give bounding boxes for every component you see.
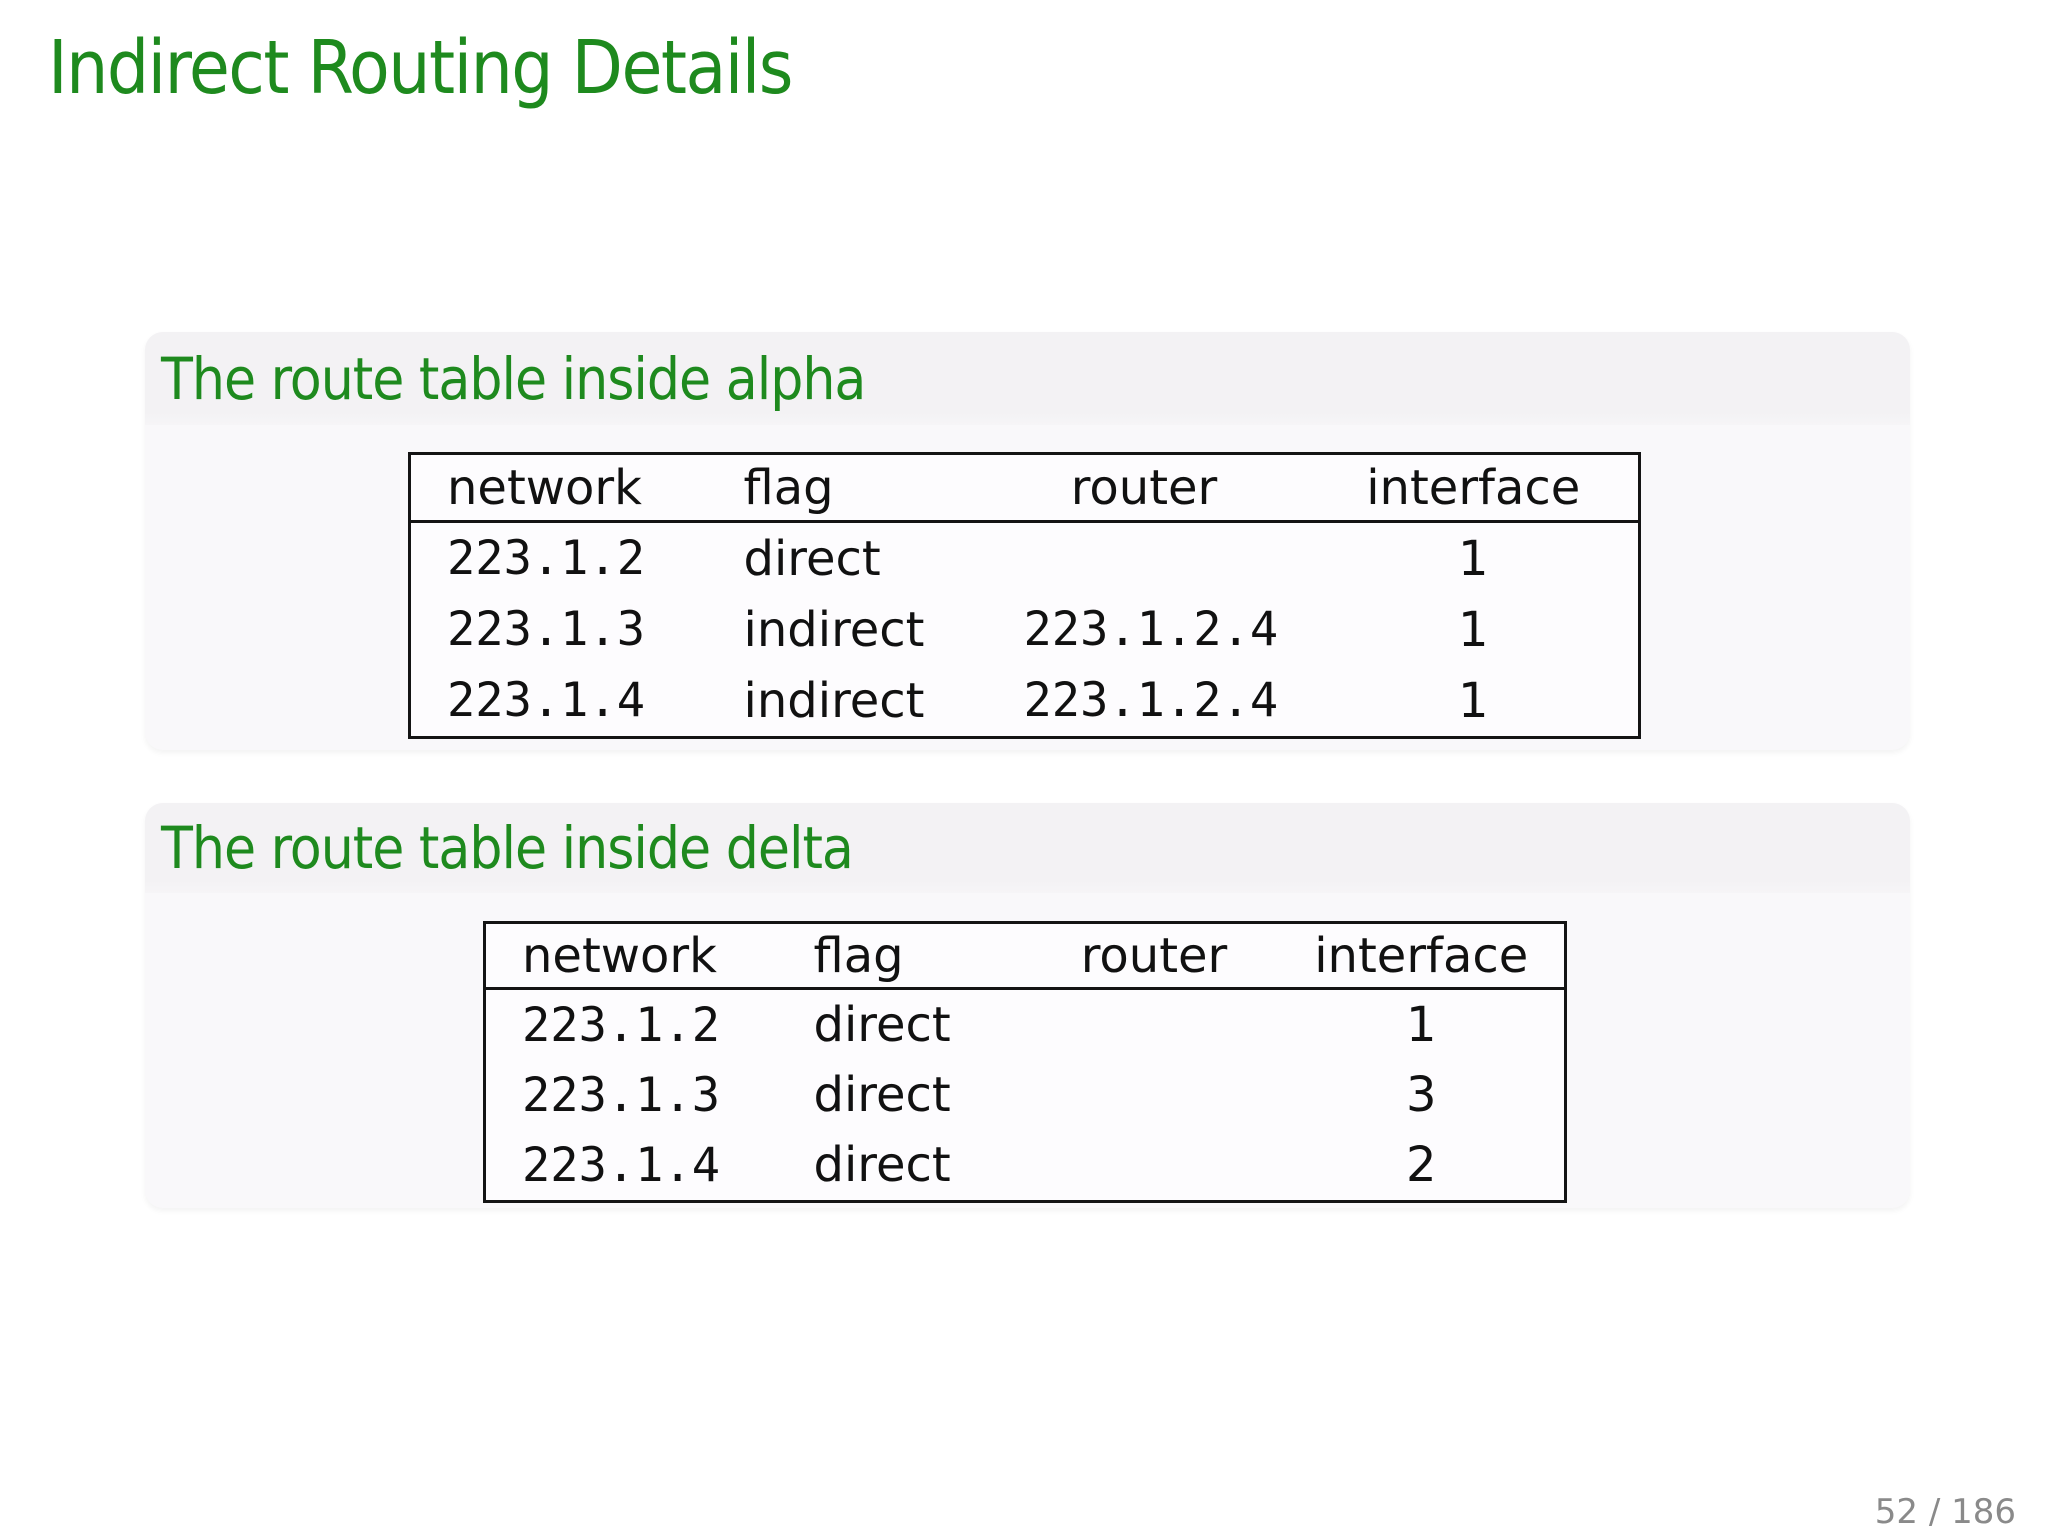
column-header-router: router	[979, 453, 1310, 523]
table-cell-network: 223.1.4	[447, 673, 646, 728]
table-cell-interface: 1	[1457, 530, 1489, 587]
column-header-network: network	[409, 453, 710, 523]
table-cell-network: 223.1.2	[522, 997, 721, 1053]
table-cell-flag: indirect	[743, 672, 925, 729]
table-cell-interface: 1	[1405, 997, 1437, 1053]
table-cell-router	[1030, 989, 1280, 1061]
table-cell-flag: indirect	[743, 601, 925, 658]
table-cell-flag: direct	[813, 1067, 951, 1123]
table-cell-router	[1030, 1130, 1280, 1202]
column-header-interface: interface	[1279, 922, 1566, 990]
page-number: 52 / 186	[1874, 1492, 2016, 1532]
table-cell-interface: 1	[1457, 672, 1489, 729]
table-cell-flag: direct	[743, 530, 881, 587]
block-alpha-header: The route table inside alpha	[145, 332, 1910, 425]
column-header-flag: flag	[709, 453, 980, 523]
column-header-interface: interface	[1309, 453, 1640, 523]
table-cell-router: 223.1.2.4	[1023, 673, 1279, 728]
block-delta-heading: The route table inside delta	[161, 814, 854, 882]
table-cell-network: 223.1.3	[447, 602, 646, 657]
block-alpha-heading: The route table inside alpha	[161, 344, 866, 413]
table-row: 223.1.2 direct 1	[485, 989, 1566, 1061]
table-cell-flag: direct	[813, 1137, 951, 1193]
table-cell-network: 223.1.3	[522, 1067, 721, 1123]
slide-title: Indirect Routing Details	[48, 25, 794, 111]
table-cell-flag: direct	[813, 997, 951, 1053]
table-row: 223.1.4 indirect 223.1.2.4 1	[410, 665, 1640, 738]
table-cell-router: 223.1.2.4	[1023, 602, 1279, 657]
column-header-network: network	[484, 922, 780, 990]
table-cell-interface: 1	[1457, 601, 1489, 658]
table-cell-interface: 3	[1405, 1067, 1437, 1123]
table-row: 223.1.2 direct 1	[410, 522, 1640, 595]
block-delta-header: The route table inside delta	[145, 803, 1910, 893]
column-header-router: router	[1029, 922, 1280, 990]
table-cell-interface: 2	[1405, 1137, 1437, 1193]
table-cell-router	[980, 522, 1310, 595]
table-row: 223.1.4 direct 2	[485, 1130, 1566, 1202]
table-cell-network: 223.1.2	[447, 531, 646, 586]
column-header-flag: flag	[779, 922, 1030, 990]
table-cell-network: 223.1.4	[522, 1137, 721, 1193]
table-cell-router	[1030, 1060, 1280, 1130]
table-row: 223.1.3 indirect 223.1.2.4 1	[410, 594, 1640, 665]
table-row: 223.1.3 direct 3	[485, 1060, 1566, 1130]
